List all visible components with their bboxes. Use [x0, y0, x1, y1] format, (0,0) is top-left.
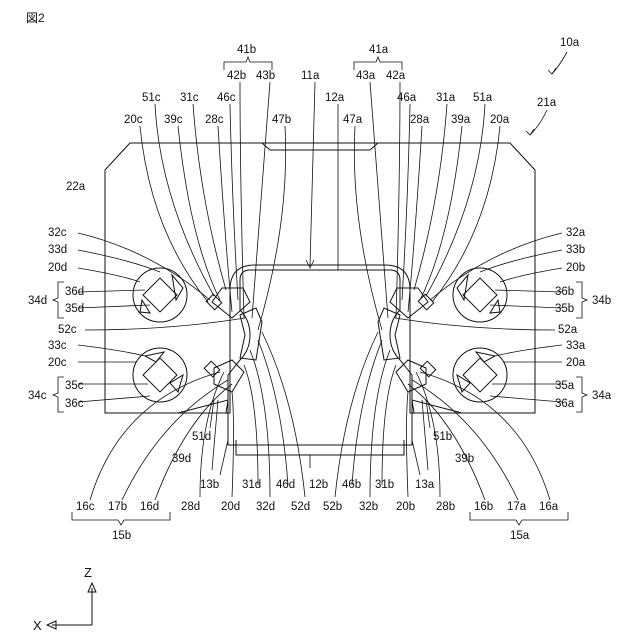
label-16a: 16a	[539, 501, 559, 513]
label-32b: 32b	[359, 501, 378, 513]
label-46b: 46b	[342, 479, 361, 491]
ball-circuit-34c	[133, 348, 187, 402]
label-43b-top: 43b	[256, 70, 275, 82]
guide-rail	[228, 270, 412, 468]
reference-labels: 10a 21a 41b 41a 42b 43b 11a 43a 42a 51c …	[28, 37, 612, 542]
label-20d-left: 20d	[48, 262, 67, 274]
label-33d: 33d	[48, 244, 67, 256]
label-20a-top: 20a	[490, 114, 510, 126]
label-10a: 10a	[560, 37, 580, 49]
label-20b-right: 20b	[566, 262, 585, 274]
label-52b: 52b	[323, 501, 342, 513]
label-42b-top: 42b	[227, 70, 246, 82]
label-46d: 46d	[276, 479, 295, 491]
label-28d: 28d	[181, 501, 200, 513]
label-51a: 51a	[473, 92, 493, 104]
label-28b: 28b	[436, 501, 455, 513]
label-33a: 33a	[566, 340, 586, 352]
label-42a-top: 42a	[386, 70, 406, 82]
figure-label: 図2	[26, 11, 45, 25]
label-51d: 51d	[192, 431, 211, 443]
label-31d: 31d	[242, 479, 261, 491]
label-28a: 28a	[410, 114, 430, 126]
label-52d: 52d	[291, 501, 310, 513]
label-35c: 35c	[65, 380, 84, 392]
label-13b: 13b	[200, 479, 219, 491]
label-34c: 34c	[28, 390, 47, 402]
label-11a: 11a	[301, 70, 320, 82]
label-39a: 39a	[451, 114, 471, 126]
label-34d: 34d	[28, 295, 47, 307]
label-20c-top: 20c	[124, 114, 143, 126]
label-16d: 16d	[140, 501, 159, 513]
label-46c: 46c	[217, 92, 236, 104]
label-39b: 39b	[455, 453, 474, 465]
label-34b: 34b	[592, 295, 611, 307]
label-12a: 12a	[325, 92, 345, 104]
label-36a: 36a	[555, 398, 575, 410]
label-47b: 47b	[272, 114, 291, 126]
label-15b: 15b	[112, 530, 131, 542]
label-31b: 31b	[375, 479, 394, 491]
label-35b: 35b	[555, 303, 574, 315]
label-22a: 22a	[66, 181, 86, 193]
label-41b: 41b	[237, 44, 256, 56]
label-20b-bot: 20b	[396, 501, 415, 513]
label-17b: 17b	[108, 501, 127, 513]
label-35a: 35a	[555, 380, 575, 392]
label-20d-bot: 20d	[221, 501, 240, 513]
label-12b: 12b	[309, 479, 328, 491]
label-51b: 51b	[433, 431, 452, 443]
label-36b: 36b	[555, 286, 574, 298]
slider-body	[105, 143, 535, 413]
label-33b: 33b	[566, 244, 585, 256]
label-52a: 52a	[558, 324, 578, 336]
label-36c: 36c	[65, 398, 84, 410]
ball-circuit-34a	[453, 348, 507, 402]
label-28c: 28c	[205, 114, 224, 126]
label-52c: 52c	[58, 324, 77, 336]
axis-indicator: Z X	[33, 565, 96, 633]
label-35d: 35d	[65, 303, 84, 315]
label-21a: 21a	[537, 97, 557, 109]
label-20c-left: 20c	[48, 357, 67, 369]
label-34a: 34a	[592, 390, 612, 402]
label-46a: 46a	[397, 92, 417, 104]
label-43a-top: 43a	[356, 70, 376, 82]
ball-circuit-34b	[453, 268, 507, 322]
label-39c: 39c	[164, 114, 183, 126]
label-41a: 41a	[369, 44, 389, 56]
label-47a: 47a	[343, 114, 363, 126]
axis-z-label: Z	[84, 565, 92, 580]
label-32a: 32a	[566, 227, 586, 239]
label-20a-right: 20a	[566, 357, 586, 369]
label-16b: 16b	[474, 501, 493, 513]
label-15a: 15a	[510, 530, 530, 542]
label-32c: 32c	[48, 227, 67, 239]
label-31a: 31a	[436, 92, 456, 104]
label-33c: 33c	[48, 340, 67, 352]
ball-circuit-34d	[133, 268, 187, 322]
label-36d: 36d	[65, 286, 84, 298]
axis-x-label: X	[33, 618, 42, 633]
label-16c: 16c	[76, 501, 95, 513]
label-39d: 39d	[172, 453, 191, 465]
label-13a: 13a	[415, 479, 435, 491]
label-32d: 32d	[256, 501, 275, 513]
label-51c: 51c	[142, 92, 161, 104]
label-31c: 31c	[180, 92, 199, 104]
label-17a: 17a	[507, 501, 527, 513]
